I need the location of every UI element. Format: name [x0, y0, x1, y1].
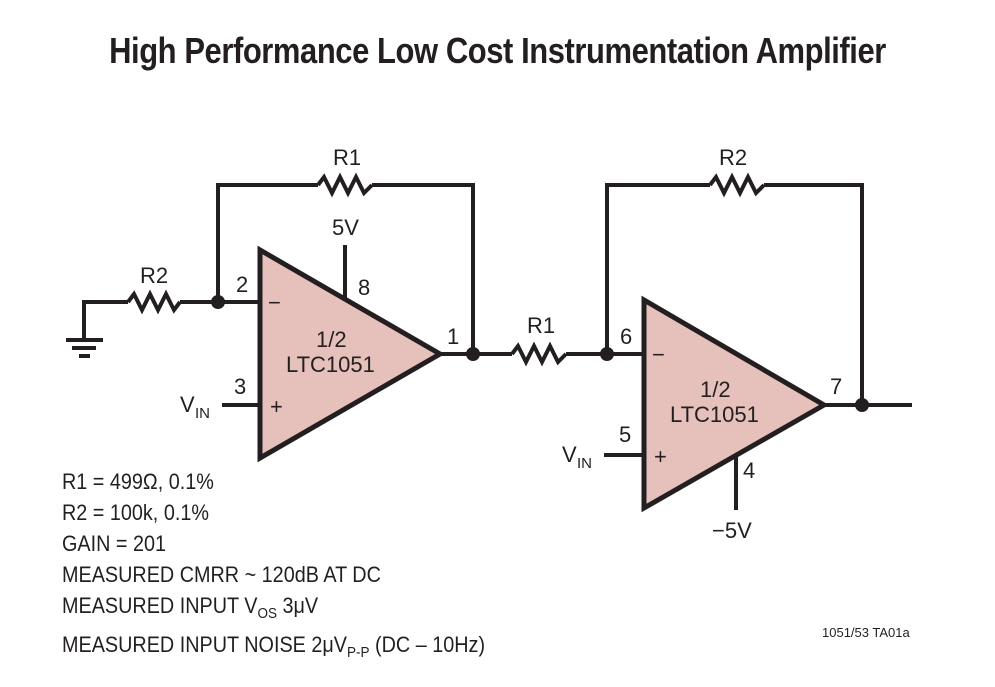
note-r2: R2 = 100k, 0.1%	[62, 500, 209, 525]
component-notes: R1 = 499Ω, 0.1% R2 = 100k, 0.1% GAIN = 2…	[62, 466, 485, 668]
ground-icon	[66, 338, 103, 358]
u2-vin-sub: IN	[577, 455, 592, 472]
resistor-r2-ground	[126, 289, 182, 315]
junction-node6	[600, 347, 614, 361]
u2-part-line1: 1/2	[700, 377, 731, 402]
pin-2: 2	[236, 272, 248, 297]
u1-noninv-sign: +	[270, 394, 283, 419]
resistor-r2-feedback	[708, 172, 766, 198]
pin-8: 8	[358, 275, 370, 300]
wire-ground-r2	[82, 300, 128, 340]
wire-fb2-right	[764, 183, 864, 405]
opamp-u2	[641, 295, 829, 513]
wire-fb1-left	[216, 183, 318, 302]
u1-vin-label: V	[180, 392, 195, 417]
pin-1: 1	[447, 324, 459, 349]
figure-reference: 1051/53 TA01a	[822, 625, 910, 640]
pin-5: 5	[619, 422, 631, 447]
diagram-title: High Performance Low Cost Instrumentatio…	[109, 30, 886, 71]
u2-noninv-sign: +	[654, 444, 667, 469]
label-r2-ground: R2	[140, 263, 168, 288]
pin-3: 3	[234, 374, 246, 399]
u1-part-line1: 1/2	[316, 327, 347, 352]
junction-out7	[855, 398, 869, 412]
opamp-u1	[257, 245, 445, 463]
note-cmrr: MEASURED CMRR ~ 120dB AT DC	[62, 562, 381, 587]
junction-node2	[211, 295, 225, 309]
wire-fb1-right	[372, 183, 475, 354]
pin-6: 6	[620, 324, 632, 349]
note-r1: R1 = 499Ω, 0.1%	[62, 469, 214, 494]
u2-inv-sign: −	[652, 342, 665, 367]
label-r2-feedback: R2	[719, 145, 747, 170]
u2-part-line2: LTC1051	[670, 402, 759, 427]
junction-out1	[466, 347, 480, 361]
u1-inv-sign: −	[268, 290, 281, 315]
pin-7: 7	[830, 374, 842, 399]
note-gain: GAIN = 201	[62, 531, 167, 556]
resistor-r1-feedback	[316, 172, 374, 198]
u1-part-line2: LTC1051	[286, 352, 375, 377]
label-r1-mid: R1	[527, 313, 555, 338]
resistor-r1-mid	[510, 341, 568, 367]
label-r1-feedback: R1	[333, 145, 361, 170]
note-noise: MEASURED INPUT NOISE 2μVP-P (DC – 10Hz)	[62, 632, 486, 661]
wire-fb2-left	[605, 183, 710, 354]
u1-vin-sub: IN	[195, 405, 210, 422]
label-neg5v: −5V	[712, 518, 752, 543]
note-vos: MEASURED INPUT VOS 3μV	[62, 593, 319, 622]
u2-vin-label: V	[562, 442, 577, 467]
pin-4: 4	[743, 458, 755, 483]
label-5v: 5V	[332, 215, 359, 240]
